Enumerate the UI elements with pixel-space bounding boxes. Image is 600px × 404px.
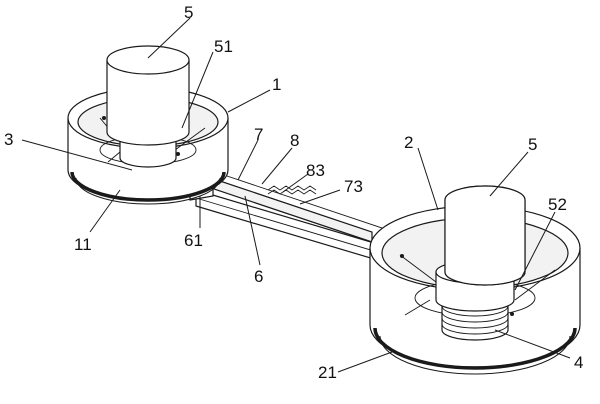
- label-bar-6: 6: [254, 267, 263, 286]
- label-motor-right: 5: [528, 135, 537, 154]
- left-unit: [67, 45, 229, 205]
- label-bar-8: 8: [290, 131, 299, 150]
- label-connector: 61: [184, 231, 203, 250]
- label-base-right: 2: [404, 133, 413, 152]
- right-unit: [369, 185, 581, 375]
- label-thread: 4: [574, 353, 583, 372]
- reference-numerals: 5 51 1 3 11 61 6 7 8 83 73 2 5 52 21 4: [4, 3, 583, 382]
- label-band-left: 11: [74, 235, 92, 254]
- label-motor-left: 5: [184, 3, 193, 22]
- label-tooth-83: 83: [306, 161, 325, 180]
- label-bar-7: 7: [254, 125, 263, 144]
- label-shaft-right: 52: [548, 195, 567, 214]
- label-base-left: 1: [272, 75, 281, 94]
- leader-lines: [21, 17, 571, 373]
- label-band-right: 21: [318, 363, 337, 382]
- label-tooth-73: 73: [344, 177, 363, 196]
- label-shaft-left: 51: [214, 37, 233, 56]
- label-rim-left: 3: [4, 130, 13, 149]
